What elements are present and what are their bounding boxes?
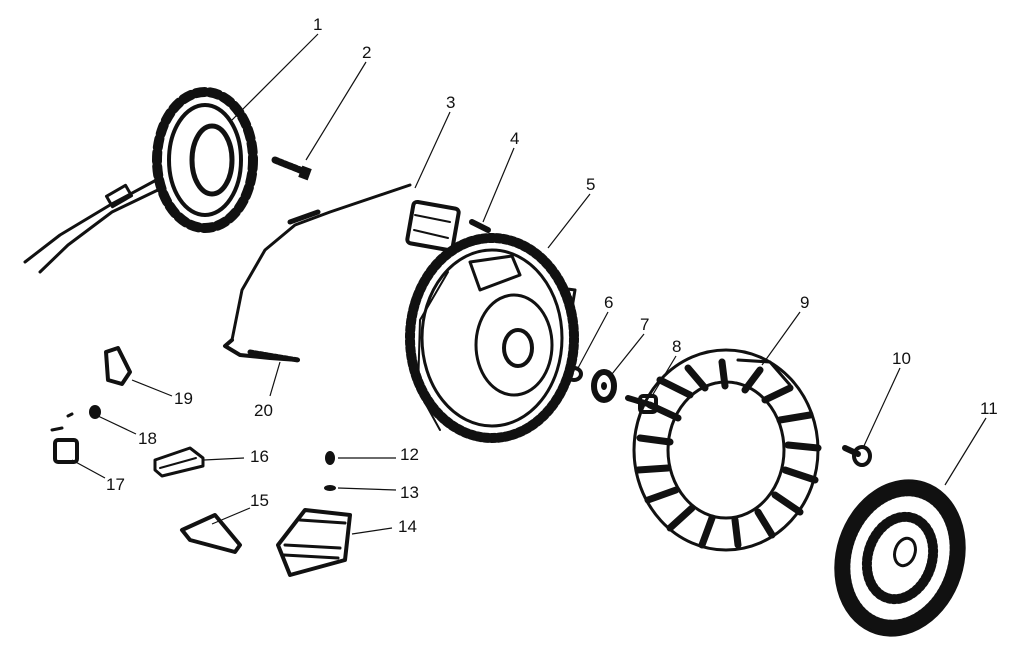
callout-8: 8 <box>672 337 681 356</box>
plug-part-20 <box>247 349 301 363</box>
callout-2: 2 <box>362 43 371 62</box>
connector-part-17 <box>50 412 79 464</box>
callout-10: 10 <box>892 349 911 368</box>
callout-6: 6 <box>604 293 613 312</box>
nut-part-13 <box>324 485 336 491</box>
screw-part-4 <box>469 219 491 233</box>
screen-disc-part <box>834 479 966 637</box>
callout-18: 18 <box>138 429 157 448</box>
callout-20: 20 <box>254 401 273 420</box>
rectifier-part <box>276 508 352 577</box>
washer-part-7 <box>591 369 617 403</box>
callout-17: 17 <box>106 475 125 494</box>
gasket-part <box>180 513 242 554</box>
callout-12: 12 <box>400 445 419 464</box>
callout-13: 13 <box>400 483 419 502</box>
flywheel-part <box>405 233 579 443</box>
callout-9: 9 <box>800 293 809 312</box>
ignition-coil-part <box>223 183 461 362</box>
nut-part-6 <box>565 366 583 382</box>
callout-19: 19 <box>174 389 193 408</box>
callout-7: 7 <box>640 315 649 334</box>
callout-16: 16 <box>250 447 269 466</box>
stator-coil-part <box>23 87 258 274</box>
screw-part-12 <box>325 451 335 465</box>
callout-11: 11 <box>980 399 998 418</box>
callout-3: 3 <box>446 93 455 112</box>
leader-lines <box>71 33 987 535</box>
callout-5: 5 <box>586 175 595 194</box>
cooling-fan-part <box>632 348 822 552</box>
callout-numbers: 1 2 3 4 5 6 7 8 9 10 11 12 13 14 15 16 1… <box>106 15 998 536</box>
bolt-part-10 <box>842 445 872 467</box>
cap-part-18 <box>89 405 101 419</box>
callout-15: 15 <box>250 491 269 510</box>
callout-1: 1 <box>313 15 322 34</box>
block-part-16 <box>153 446 205 478</box>
screw-part-2 <box>271 156 312 181</box>
callout-14: 14 <box>398 517 417 536</box>
clip-part-19 <box>104 346 132 386</box>
callout-4: 4 <box>510 129 519 148</box>
